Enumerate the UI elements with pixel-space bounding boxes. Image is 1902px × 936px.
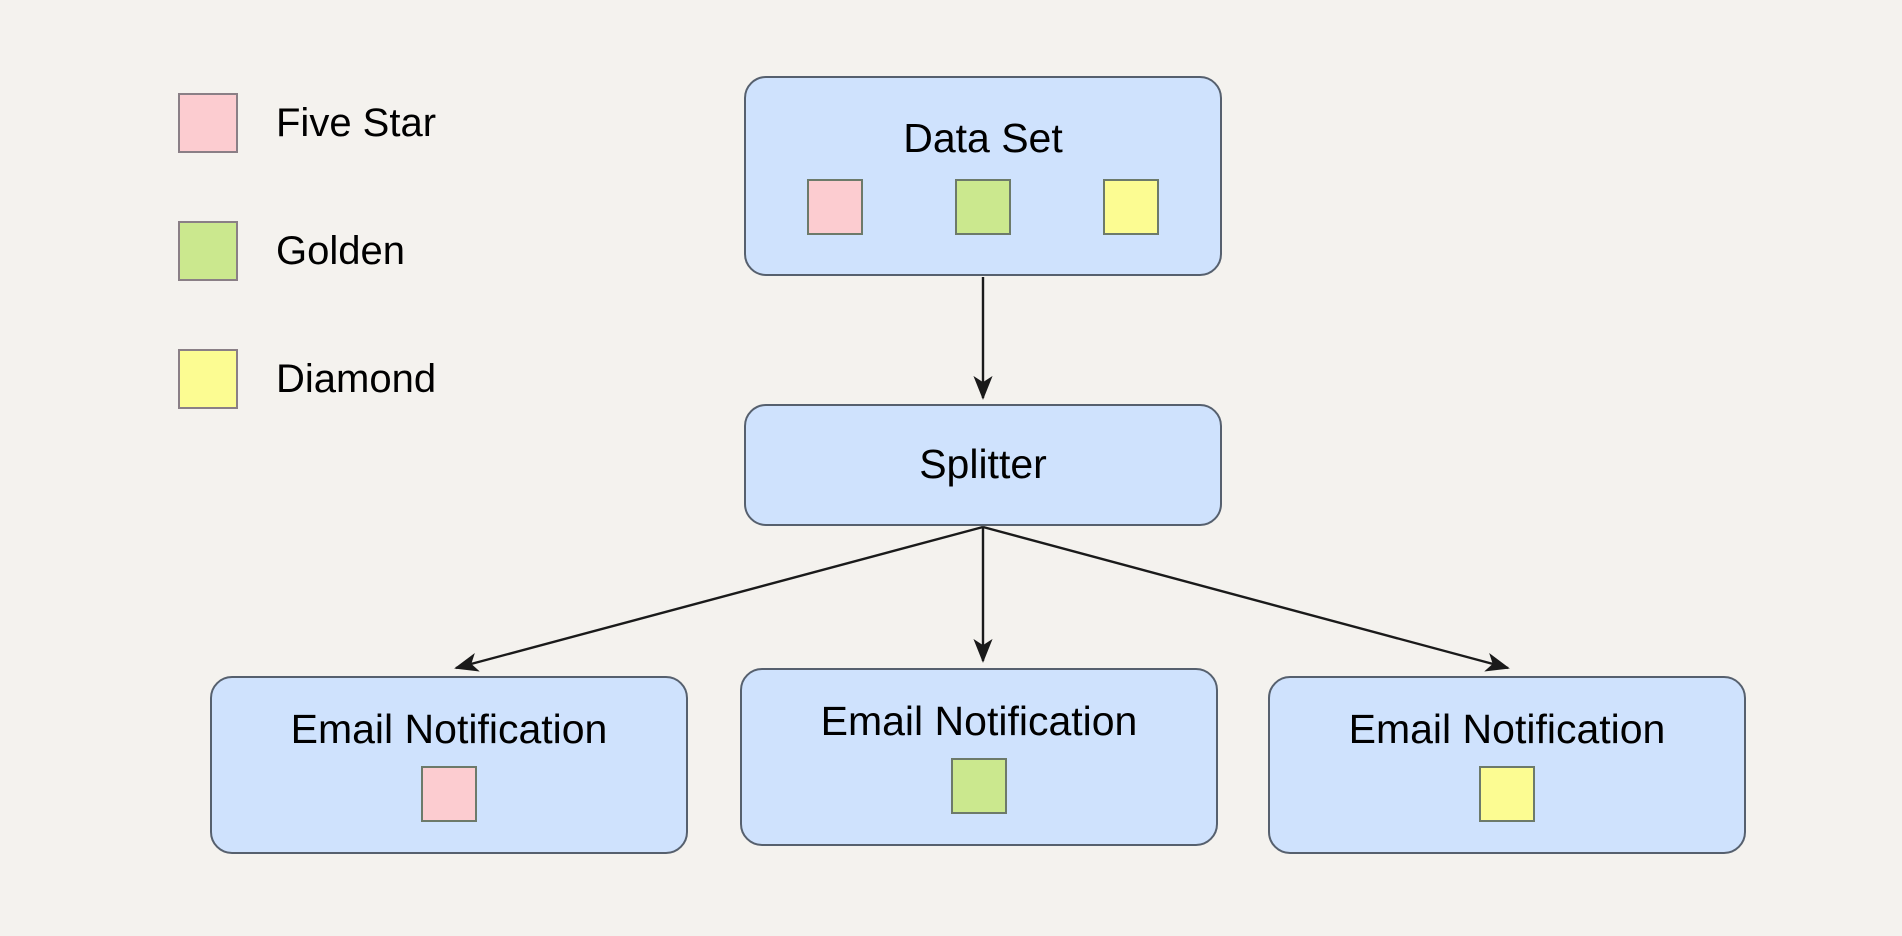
edge-splitter-to-email-1 — [454, 525, 984, 672]
node-data-set-title: Data Set — [903, 115, 1063, 162]
email-chip-row — [421, 765, 477, 822]
email-chip-golden — [951, 757, 1007, 814]
golden-swatch-icon — [178, 221, 238, 281]
node-email-notification-diamond[interactable]: Email Notification — [1268, 676, 1746, 854]
node-email-notification-title: Email Notification — [1348, 706, 1666, 753]
edge-splitter-to-email-3 — [982, 525, 1510, 672]
node-splitter[interactable]: Splitter — [744, 404, 1222, 526]
email-chip-five-star — [421, 765, 477, 822]
node-splitter-title: Splitter — [919, 441, 1047, 488]
node-email-notification-title: Email Notification — [290, 706, 608, 753]
email-chip-row — [951, 757, 1007, 814]
node-email-notification-five-star[interactable]: Email Notification — [210, 676, 688, 854]
data-set-chip-five-star — [807, 178, 863, 235]
legend-label-golden: Golden — [276, 229, 405, 273]
legend-item-diamond: Diamond — [178, 346, 598, 412]
legend-label-five-star: Five Star — [276, 101, 437, 145]
email-chip-row — [1479, 765, 1535, 822]
data-set-chip-golden — [955, 178, 1011, 235]
email-chip-diamond — [1479, 765, 1535, 822]
node-data-set[interactable]: Data Set — [744, 76, 1222, 276]
node-email-notification-title: Email Notification — [820, 698, 1138, 745]
diamond-swatch-icon — [178, 349, 238, 409]
legend-item-golden: Golden — [178, 218, 598, 284]
legend: Five Star Golden Diamond — [178, 90, 598, 474]
data-set-chip-row — [807, 178, 1159, 235]
data-set-chip-diamond — [1103, 178, 1159, 235]
node-email-notification-golden[interactable]: Email Notification — [740, 668, 1218, 846]
five-star-swatch-icon — [178, 93, 238, 153]
legend-label-diamond: Diamond — [276, 357, 437, 401]
legend-item-five-star: Five Star — [178, 90, 598, 156]
